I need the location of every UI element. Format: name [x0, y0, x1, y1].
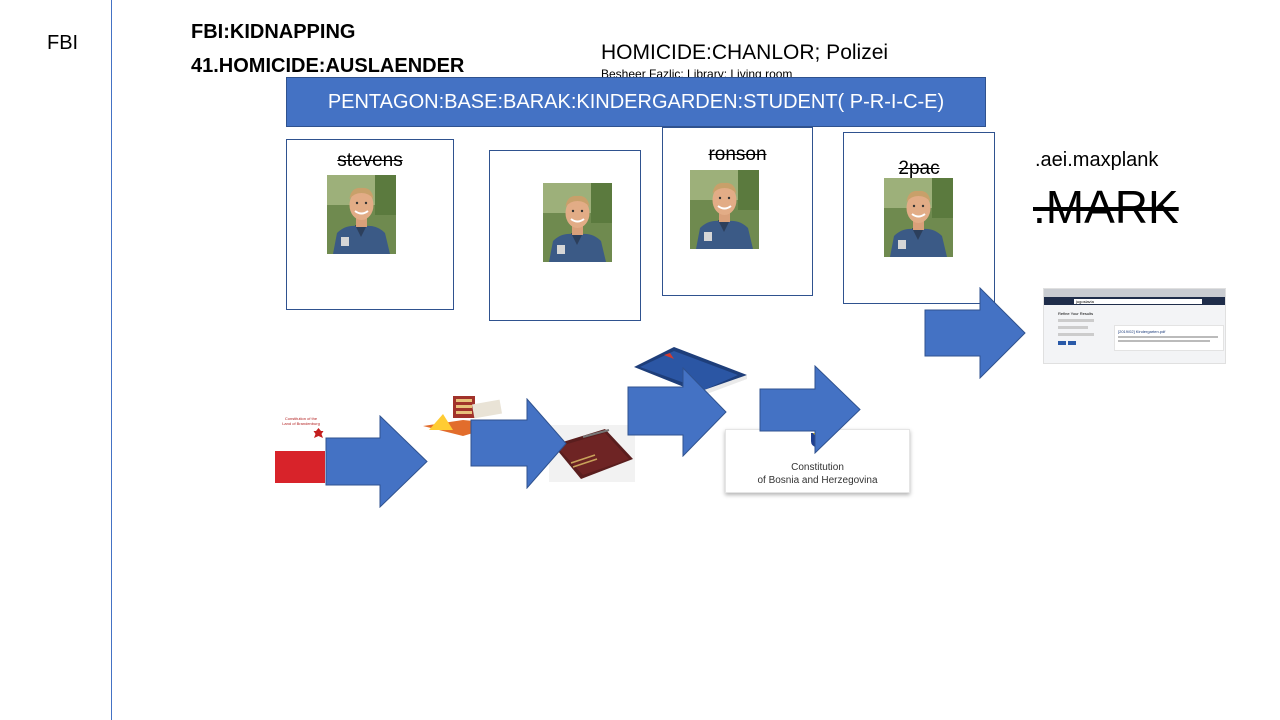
suspect-card-4[interactable]: 2pac: [843, 132, 995, 304]
books-stack-photo: [423, 390, 503, 436]
search-input[interactable]: jugoslavia: [1074, 299, 1202, 304]
right-arrow-icon: [759, 365, 861, 454]
banner-text: PENTAGON:BASE:BARAK:KINDERGARDEN:STUDENT…: [327, 90, 945, 113]
title-banner[interactable]: PENTAGON:BASE:BARAK:KINDERGARDEN:STUDENT…: [286, 77, 986, 127]
suspect-card-3[interactable]: ronson: [662, 127, 813, 296]
right-arrow-icon: [627, 367, 727, 457]
brandenburg-constitution-cover: Constitution of the Land of Brandenburg: [275, 411, 325, 483]
right-arrow-icon: [924, 287, 1026, 379]
portrait-photo: [327, 175, 396, 254]
blue-book-photo: [634, 345, 747, 395]
eagle-icon: [313, 428, 324, 438]
side-label: FBI: [47, 32, 79, 54]
suspect-card-2[interactable]: [489, 150, 641, 321]
portrait-photo: [543, 183, 612, 262]
refine-results-heading: Refine Your Results: [1058, 311, 1094, 316]
vertical-divider: [111, 0, 112, 720]
search-results-screenshot[interactable]: jugoslavia Refine Your Results [2019/02]…: [1043, 288, 1226, 364]
apply-button[interactable]: [1058, 341, 1066, 345]
homicide-title: HOMICIDE:CHANLOR; Polizei: [601, 41, 889, 64]
result-card[interactable]: [2019/02] Kindergarten.pdf: [1114, 325, 1224, 351]
header-line-kidnapping: FBI:KIDNAPPING: [191, 21, 356, 43]
mark-label: .MARK: [1033, 181, 1179, 233]
portrait-photo: [884, 178, 953, 257]
homicide-subtitle: Besheer Fazlic; Library; Living room: [601, 67, 793, 78]
right-arrow-icon: [470, 398, 567, 489]
filter-row: [1058, 326, 1088, 329]
filter-row: [1058, 319, 1094, 322]
result-snippet: [1118, 340, 1210, 342]
browser-tabs-bar: [1044, 289, 1225, 297]
bosnia-title-line2: of Bosnia and Herzegovina: [757, 475, 878, 486]
red-constitution-book: [549, 425, 635, 482]
bosnia-title-line1: Constitution: [791, 462, 844, 473]
filter-row: [1058, 333, 1094, 336]
card-name: ronson: [708, 144, 767, 165]
result-title[interactable]: [2019/02] Kindergarten.pdf: [1118, 329, 1166, 334]
red-band: [275, 451, 325, 483]
result-snippet: [1118, 336, 1218, 338]
right-arrow-icon: [325, 415, 428, 508]
suspect-card-1[interactable]: stevens: [286, 139, 454, 310]
header-line-homicide: 41.HOMICIDE:AUSLAENDER: [191, 55, 465, 77]
aei-label: .aei.maxplank: [1035, 149, 1159, 171]
card-name: 2pac: [898, 158, 940, 179]
card-name: stevens: [337, 150, 403, 171]
portrait-photo: [690, 170, 759, 249]
brandenburg-title: Constitution of the Land of Brandenburg: [282, 416, 320, 426]
reset-button[interactable]: [1068, 341, 1076, 345]
